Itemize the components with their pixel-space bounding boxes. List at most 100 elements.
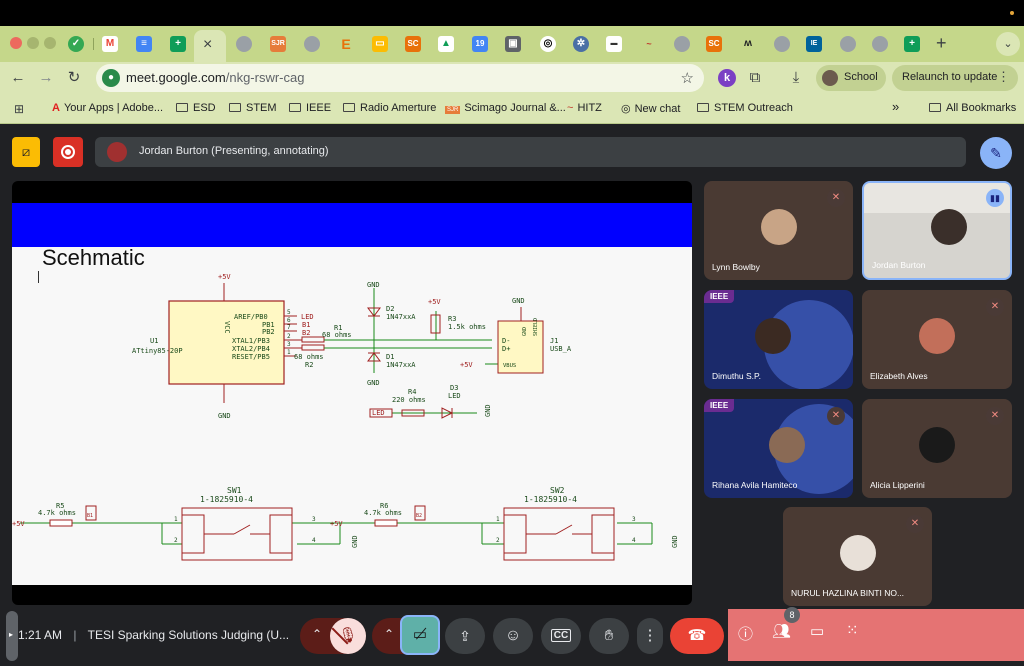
participant-tile[interactable]: IEEE Dimuthu S.P. — [704, 290, 853, 389]
label-d2: D2 — [386, 305, 394, 313]
address-bar[interactable]: ● meet.google.com/nkg-rswr-cag ☆ — [96, 64, 704, 92]
captions-button[interactable]: CC — [541, 618, 581, 654]
extensions-puzzle-icon[interactable]: ⧉ — [749, 69, 761, 86]
more-options-button[interactable]: ⋮ — [637, 618, 663, 654]
tab-generic-icon[interactable] — [872, 36, 888, 52]
tab-generic-icon[interactable] — [304, 36, 320, 52]
tab-sc-icon[interactable]: SC — [706, 36, 722, 52]
hide-presentation-button[interactable]: ⧄ — [12, 137, 40, 167]
bookmark-esd[interactable]: ESD — [176, 102, 216, 114]
recording-button[interactable] — [53, 137, 83, 167]
sidebar-handle[interactable]: ▸ — [6, 611, 18, 661]
tab-whatsapp-icon[interactable]: ✓ — [68, 36, 84, 52]
tab-openai-icon[interactable]: ◎ — [540, 36, 556, 52]
bookmark-radio[interactable]: Radio Amerture — [343, 102, 436, 114]
tab-gmail-icon[interactable]: M — [102, 36, 118, 52]
tab-sjr-icon[interactable]: SJR — [270, 36, 286, 52]
bookmark-stem-outreach[interactable]: STEM Outreach — [697, 102, 793, 114]
tab-slides-icon[interactable]: ▭ — [372, 36, 388, 52]
bookmark-star-icon[interactable]: ☆ — [680, 70, 694, 87]
participant-tile[interactable]: IEEE ✕ Rihana Avila Hamiteco — [704, 399, 853, 498]
participant-tile[interactable]: ✕ Elizabeth Alves — [862, 290, 1012, 389]
tab-generic-icon[interactable]: ʍ — [744, 38, 752, 49]
tab-generic-icon[interactable] — [674, 36, 690, 52]
minimize-window-button[interactable] — [27, 37, 39, 49]
all-bookmarks[interactable]: All Bookmarks — [929, 102, 1016, 114]
bookmark-stem[interactable]: STEM — [229, 102, 277, 114]
label-gnd-sw2: GND — [671, 535, 679, 548]
folder-icon — [929, 103, 941, 112]
tab-generic-icon[interactable]: ▬ — [606, 36, 622, 52]
participant-tile[interactable]: ✕ NURUL HAZLINA BINTI NO... — [783, 507, 932, 606]
meeting-details-button[interactable]: ⓘ — [738, 626, 754, 643]
tab-generic-icon[interactable] — [236, 36, 252, 52]
label-sw2: SW2 — [550, 486, 565, 495]
tab-docs-icon[interactable]: ≡ — [136, 36, 152, 52]
people-button[interactable]: 👥︎ — [772, 623, 792, 640]
annotate-pen-button[interactable]: ✎ — [980, 137, 1012, 169]
audio-options-button[interactable]: ⌃ 🎙︎ — [300, 618, 366, 654]
url-text[interactable]: meet.google.com/nkg-rswr-cag — [126, 70, 304, 85]
maximize-window-button[interactable] — [44, 37, 56, 49]
tab-sheets-icon[interactable]: + — [904, 36, 920, 52]
extension-k-icon[interactable]: k — [718, 69, 736, 87]
back-button[interactable]: ← — [10, 69, 26, 86]
tab-search-button[interactable]: ⌄ — [996, 32, 1020, 56]
download-icon[interactable]: ⤓ — [792, 69, 800, 86]
tab-generic-icon[interactable] — [774, 36, 790, 52]
more-bookmarks-chevron-icon[interactable]: » — [892, 99, 900, 114]
tab-sheets-icon[interactable]: + — [170, 36, 186, 52]
tab-sc-icon[interactable]: SC — [405, 36, 421, 52]
present-button[interactable]: ⇪ — [445, 618, 485, 654]
close-tab-button[interactable]: × — [203, 36, 213, 53]
label-d2-val: 1N47xxA — [386, 313, 416, 321]
activities-button[interactable]: ⁙ — [846, 622, 859, 639]
os-top-bar — [0, 0, 1024, 26]
bookmark-ieee[interactable]: IEEE — [289, 102, 331, 114]
participant-tile[interactable]: ✕ Lynn Bowlby — [704, 181, 853, 280]
participant-name: Rihana Avila Hamiteco — [712, 480, 798, 490]
apps-grid-icon[interactable]: ⊞ — [14, 102, 25, 116]
tab-generic-icon[interactable]: ▣ — [505, 36, 521, 52]
new-tab-button[interactable]: + — [936, 33, 947, 53]
tab-hitz-icon[interactable]: ~ — [646, 39, 652, 49]
tab-generic-icon[interactable] — [840, 36, 856, 52]
tab-etsy-icon[interactable]: E — [341, 36, 351, 52]
tab-calendar-icon[interactable]: 19 — [472, 36, 488, 52]
close-window-button[interactable] — [10, 37, 22, 49]
tab-drive-icon[interactable]: ▲ — [438, 36, 454, 52]
mic-icon[interactable]: ● — [102, 69, 120, 87]
label-b2-tag: B2 — [416, 513, 422, 519]
relaunch-button[interactable]: Relaunch to update ⋮ — [892, 65, 1018, 91]
more-vert-icon[interactable]: ⋮ — [997, 69, 1010, 84]
label-r2: R2 — [305, 361, 313, 369]
all-bookmarks-label: All Bookmarks — [946, 102, 1017, 114]
bookmark-label: New chat — [634, 103, 681, 115]
participant-tile[interactable]: ✕ Alicia Lipperini — [862, 399, 1012, 498]
raise-hand-button[interactable]: ✋︎ — [589, 618, 629, 654]
label-gnd-sw1: GND — [351, 535, 359, 548]
participant-name: Jordan Burton — [872, 260, 926, 270]
mic-muted-icon: ✕ — [827, 189, 845, 207]
label-pin5: 5 — [287, 309, 291, 316]
reload-button[interactable]: ↻ — [67, 69, 81, 86]
label-d3: D3 — [450, 384, 458, 392]
camera-off-button[interactable]: ▭̸ — [400, 615, 440, 655]
profile-chip[interactable]: School — [816, 65, 886, 91]
mic-muted-icon: ✕ — [906, 515, 924, 533]
bookmark-new-chat[interactable]: ◎New chat — [621, 102, 680, 115]
tab-gear-icon[interactable]: ✲ — [573, 36, 589, 52]
active-tab[interactable]: × — [194, 30, 226, 62]
mic-off-button[interactable]: 🎙︎ — [330, 618, 366, 654]
label-u1-part: ATtiny85-20P — [132, 347, 183, 355]
chat-button[interactable]: ▭ — [810, 623, 825, 640]
leave-call-button[interactable]: ☎ — [670, 618, 724, 654]
bookmark-hitz[interactable]: ~HITZ — [567, 102, 602, 114]
forward-button[interactable]: → — [38, 69, 54, 86]
bookmark-label: Radio Amerture — [360, 102, 437, 114]
participant-tile-active-speaker[interactable]: ▮▮ Jordan Burton — [862, 181, 1012, 280]
tab-ieee-icon[interactable]: IE — [806, 36, 822, 52]
reactions-button[interactable]: ☺ — [493, 618, 533, 654]
